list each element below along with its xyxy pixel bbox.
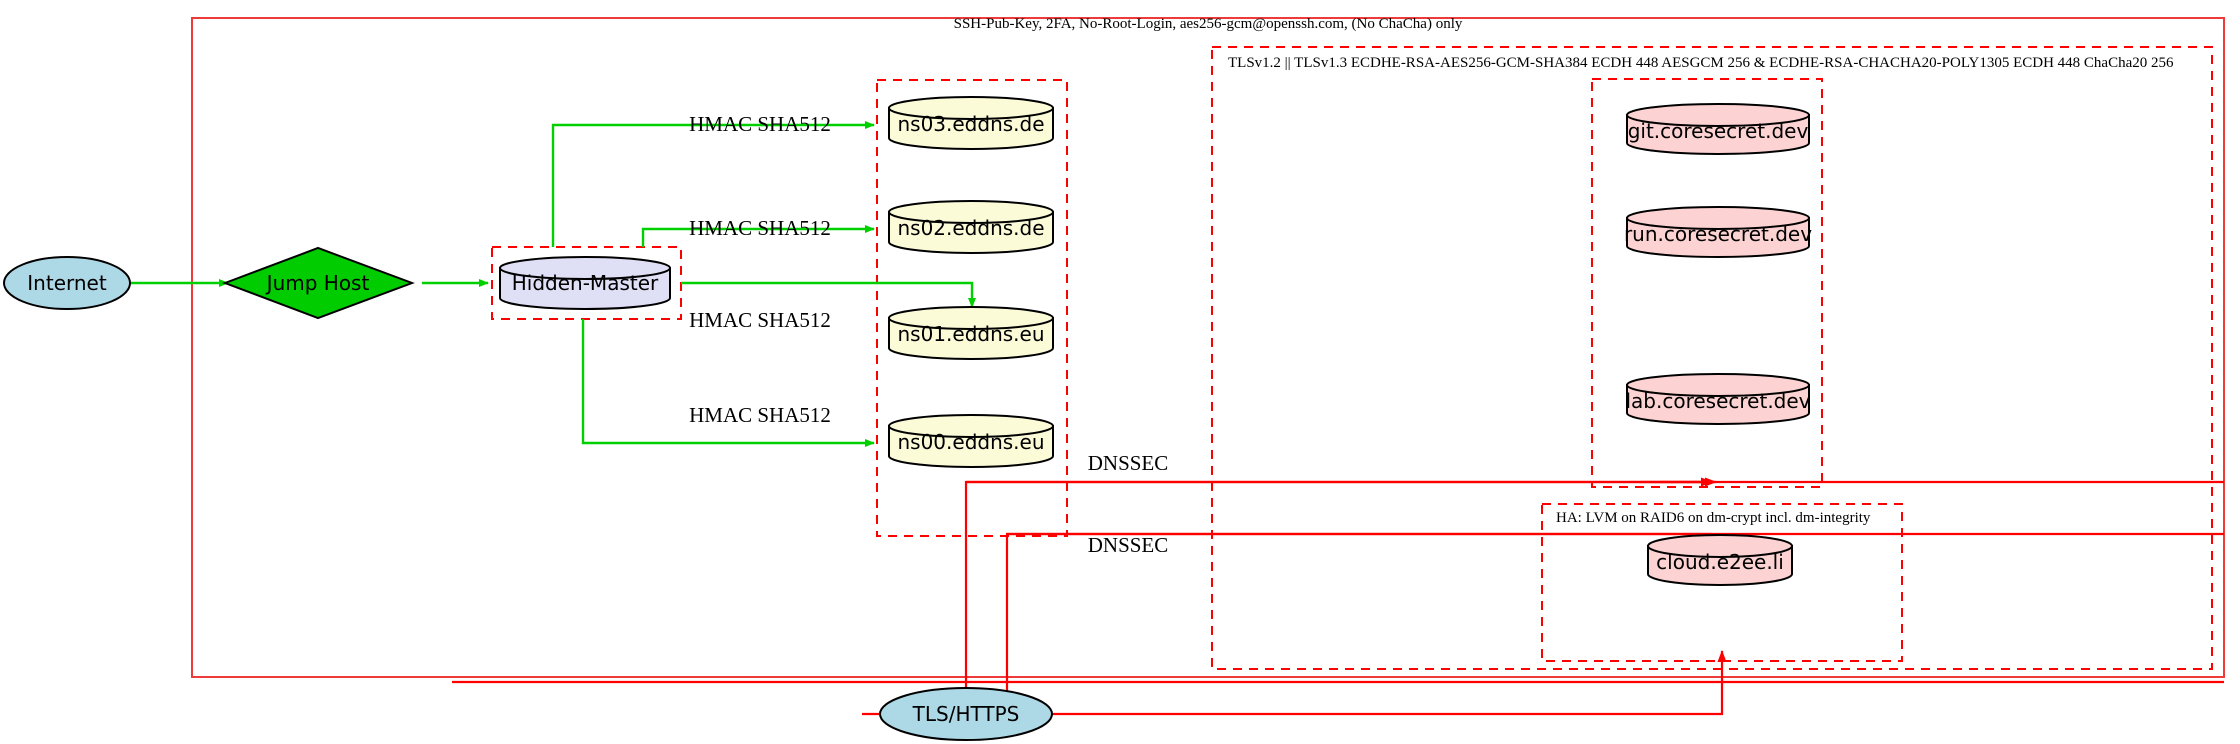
node-run-label: run.coresecret.dev — [1624, 222, 1812, 246]
edge-hiddenmaster-to-ns03 — [551, 121, 875, 247]
node-ns00-label: ns00.eddns.eu — [897, 430, 1044, 454]
node-cloud-label: cloud.e2ee.li — [1656, 550, 1784, 574]
node-ns00[interactable]: ns00.eddns.eu — [888, 414, 1054, 468]
edge-label-hmac-ns02: HMAC SHA512 — [689, 216, 831, 240]
node-ns03-label: ns03.eddns.de — [897, 112, 1044, 136]
edge-hiddenmaster-to-ns02 — [641, 225, 875, 247]
cluster-ssh-outer — [191, 17, 2225, 678]
node-hidden-master[interactable]: Hidden-Master — [499, 256, 671, 310]
node-ns01-label: ns01.eddns.eu — [897, 322, 1044, 346]
node-tls-https-label: TLS/HTTPS — [912, 702, 1020, 726]
node-ns02-label: ns02.eddns.de — [897, 216, 1044, 240]
node-run-coresecret[interactable]: run.coresecret.dev — [1624, 206, 1812, 258]
node-ns02[interactable]: ns02.eddns.de — [888, 200, 1054, 254]
node-jump-host-label: Jump Host — [265, 271, 370, 295]
edge-hiddenmaster-to-ns01 — [681, 281, 976, 308]
edge-label-dnssec-lower: DNSSEC — [1088, 533, 1169, 557]
edge-label-hmac-ns01: HMAC SHA512 — [689, 308, 831, 332]
node-internet[interactable]: Internet — [3, 256, 131, 310]
cluster-coresecret — [1591, 78, 1823, 488]
edge-label-hmac-ns03: HMAC SHA512 — [689, 112, 831, 136]
node-hidden-master-label: Hidden-Master — [512, 271, 659, 295]
node-cloud-e2ee[interactable]: cloud.e2ee.li — [1647, 534, 1793, 586]
node-ns01[interactable]: ns01.eddns.eu — [888, 306, 1054, 360]
edge-label-hmac-ns00: HMAC SHA512 — [689, 403, 831, 427]
node-lab-coresecret[interactable]: lab.coresecret.dev — [1625, 373, 1811, 425]
node-internet-label: Internet — [27, 271, 107, 295]
edge-dnssec-lower — [1005, 532, 1712, 714]
node-git-label: git.coresecret.dev — [1628, 119, 1809, 143]
node-git-coresecret[interactable]: git.coresecret.dev — [1626, 103, 1810, 155]
edge-hiddenmaster-to-ns00 — [581, 319, 875, 447]
node-ns03[interactable]: ns03.eddns.de — [888, 96, 1054, 150]
node-lab-label: lab.coresecret.dev — [1625, 389, 1810, 413]
cluster-tls-outer — [1211, 46, 2213, 670]
cluster-dns — [876, 79, 1068, 537]
cluster-ha-storage-label: HA: LVM on RAID6 on dm-crypt incl. dm-in… — [1556, 510, 1871, 526]
node-jump-host[interactable]: Jump Host — [222, 246, 415, 320]
cluster-ssh-outer-label: SSH-Pub-Key, 2FA, No-Root-Login, aes256-… — [954, 16, 1463, 32]
edge-label-dnssec-upper: DNSSEC — [1088, 451, 1169, 475]
edge-tls-https-to-ha — [1052, 650, 1727, 716]
node-tls-https[interactable]: TLS/HTTPS — [879, 687, 1053, 741]
cluster-tls-outer-label: TLSv1.2 || TLSv1.3 ECDHE-RSA-AES256-GCM-… — [1228, 55, 2174, 71]
